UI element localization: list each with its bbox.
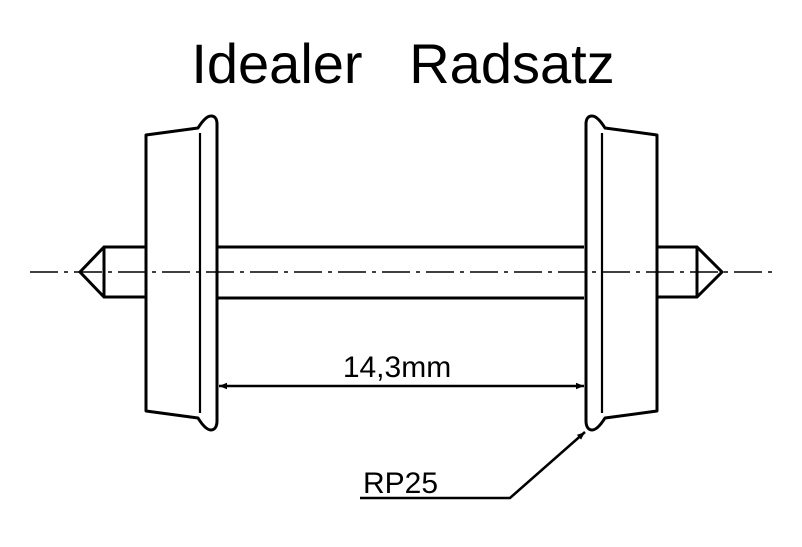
callout-label: RP25 [363,467,438,500]
left-wheel [144,114,219,432]
dimension-label: 14,3mm [343,351,451,384]
callout-leader [360,431,586,500]
axle [218,245,584,300]
right-wheel [584,114,659,432]
left-axle-tip [77,245,146,299]
right-axle-tip [657,245,725,299]
diagram-title: Idealer Radsatz [191,32,614,95]
